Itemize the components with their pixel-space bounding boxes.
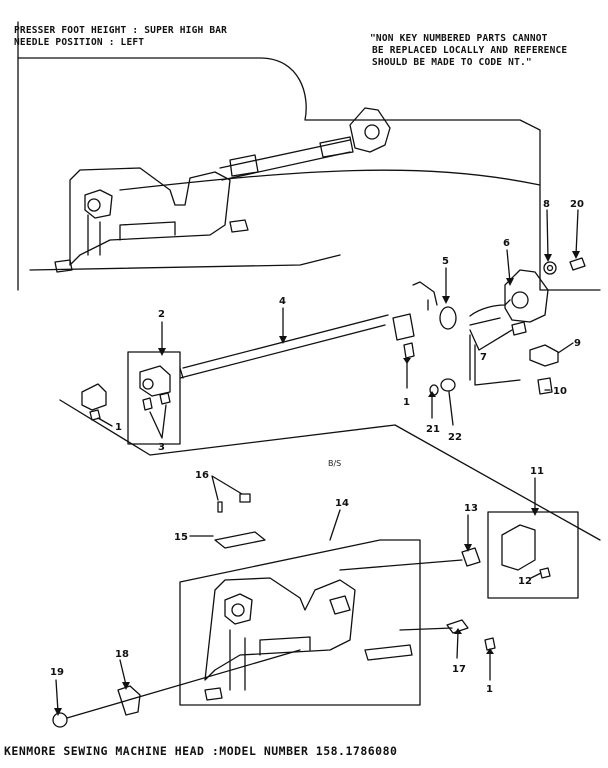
callout-10: 10 [553, 386, 567, 397]
note-line-1: "NON KEY NUMBERED PARTS CANNOT [370, 33, 548, 44]
assembled-mechanism-top [54, 107, 391, 273]
callout-1-shaft: 1 [403, 397, 410, 408]
footer-model-number: KENMORE SEWING MACHINE HEAD :MODEL NUMBE… [4, 744, 398, 758]
page-code: B/S [328, 459, 341, 468]
callout-12: 12 [518, 576, 532, 587]
callout-16: 16 [195, 470, 209, 481]
needle-position-label: NEEDLE POSITION : LEFT [14, 37, 145, 48]
callout-6: 6 [503, 238, 510, 249]
callout-numbers: 2 4 5 6 8 20 9 7 10 1 21 22 1 3 11 13 12… [50, 199, 584, 695]
callout-13: 13 [464, 503, 478, 514]
callout-9: 9 [574, 338, 581, 349]
callout-20: 20 [570, 199, 584, 210]
callout-19: 19 [50, 667, 64, 678]
callout-17: 17 [452, 664, 466, 675]
callout-11: 11 [530, 466, 544, 477]
callout-4: 4 [279, 296, 286, 307]
callout-14: 14 [335, 498, 349, 509]
callout-7: 7 [480, 352, 487, 363]
machine-housing-outline [17, 21, 601, 291]
note-line-2: BE REPLACED LOCALLY AND REFERENCE [372, 45, 568, 56]
presser-foot-height-label: PRESSER FOOT HEIGHT : SUPER HIGH BAR [14, 25, 228, 36]
callout-2: 2 [158, 309, 165, 320]
callout-22: 22 [448, 432, 462, 443]
callout-8: 8 [543, 199, 550, 210]
exploded-shaft [59, 257, 601, 541]
callout-5: 5 [442, 256, 449, 267]
callout-15: 15 [174, 532, 188, 543]
callout-leaders [55, 209, 579, 713]
callout-18: 18 [115, 649, 129, 660]
note-line-3: SHOULD BE MADE TO CODE NT." [372, 57, 532, 68]
callout-1-left: 1 [115, 422, 122, 433]
callout-1-bottom: 1 [486, 684, 493, 695]
callout-21: 21 [426, 424, 440, 435]
bottom-assembly [52, 493, 579, 728]
callout-arrowheads [54, 251, 580, 716]
callout-3: 3 [158, 442, 165, 453]
